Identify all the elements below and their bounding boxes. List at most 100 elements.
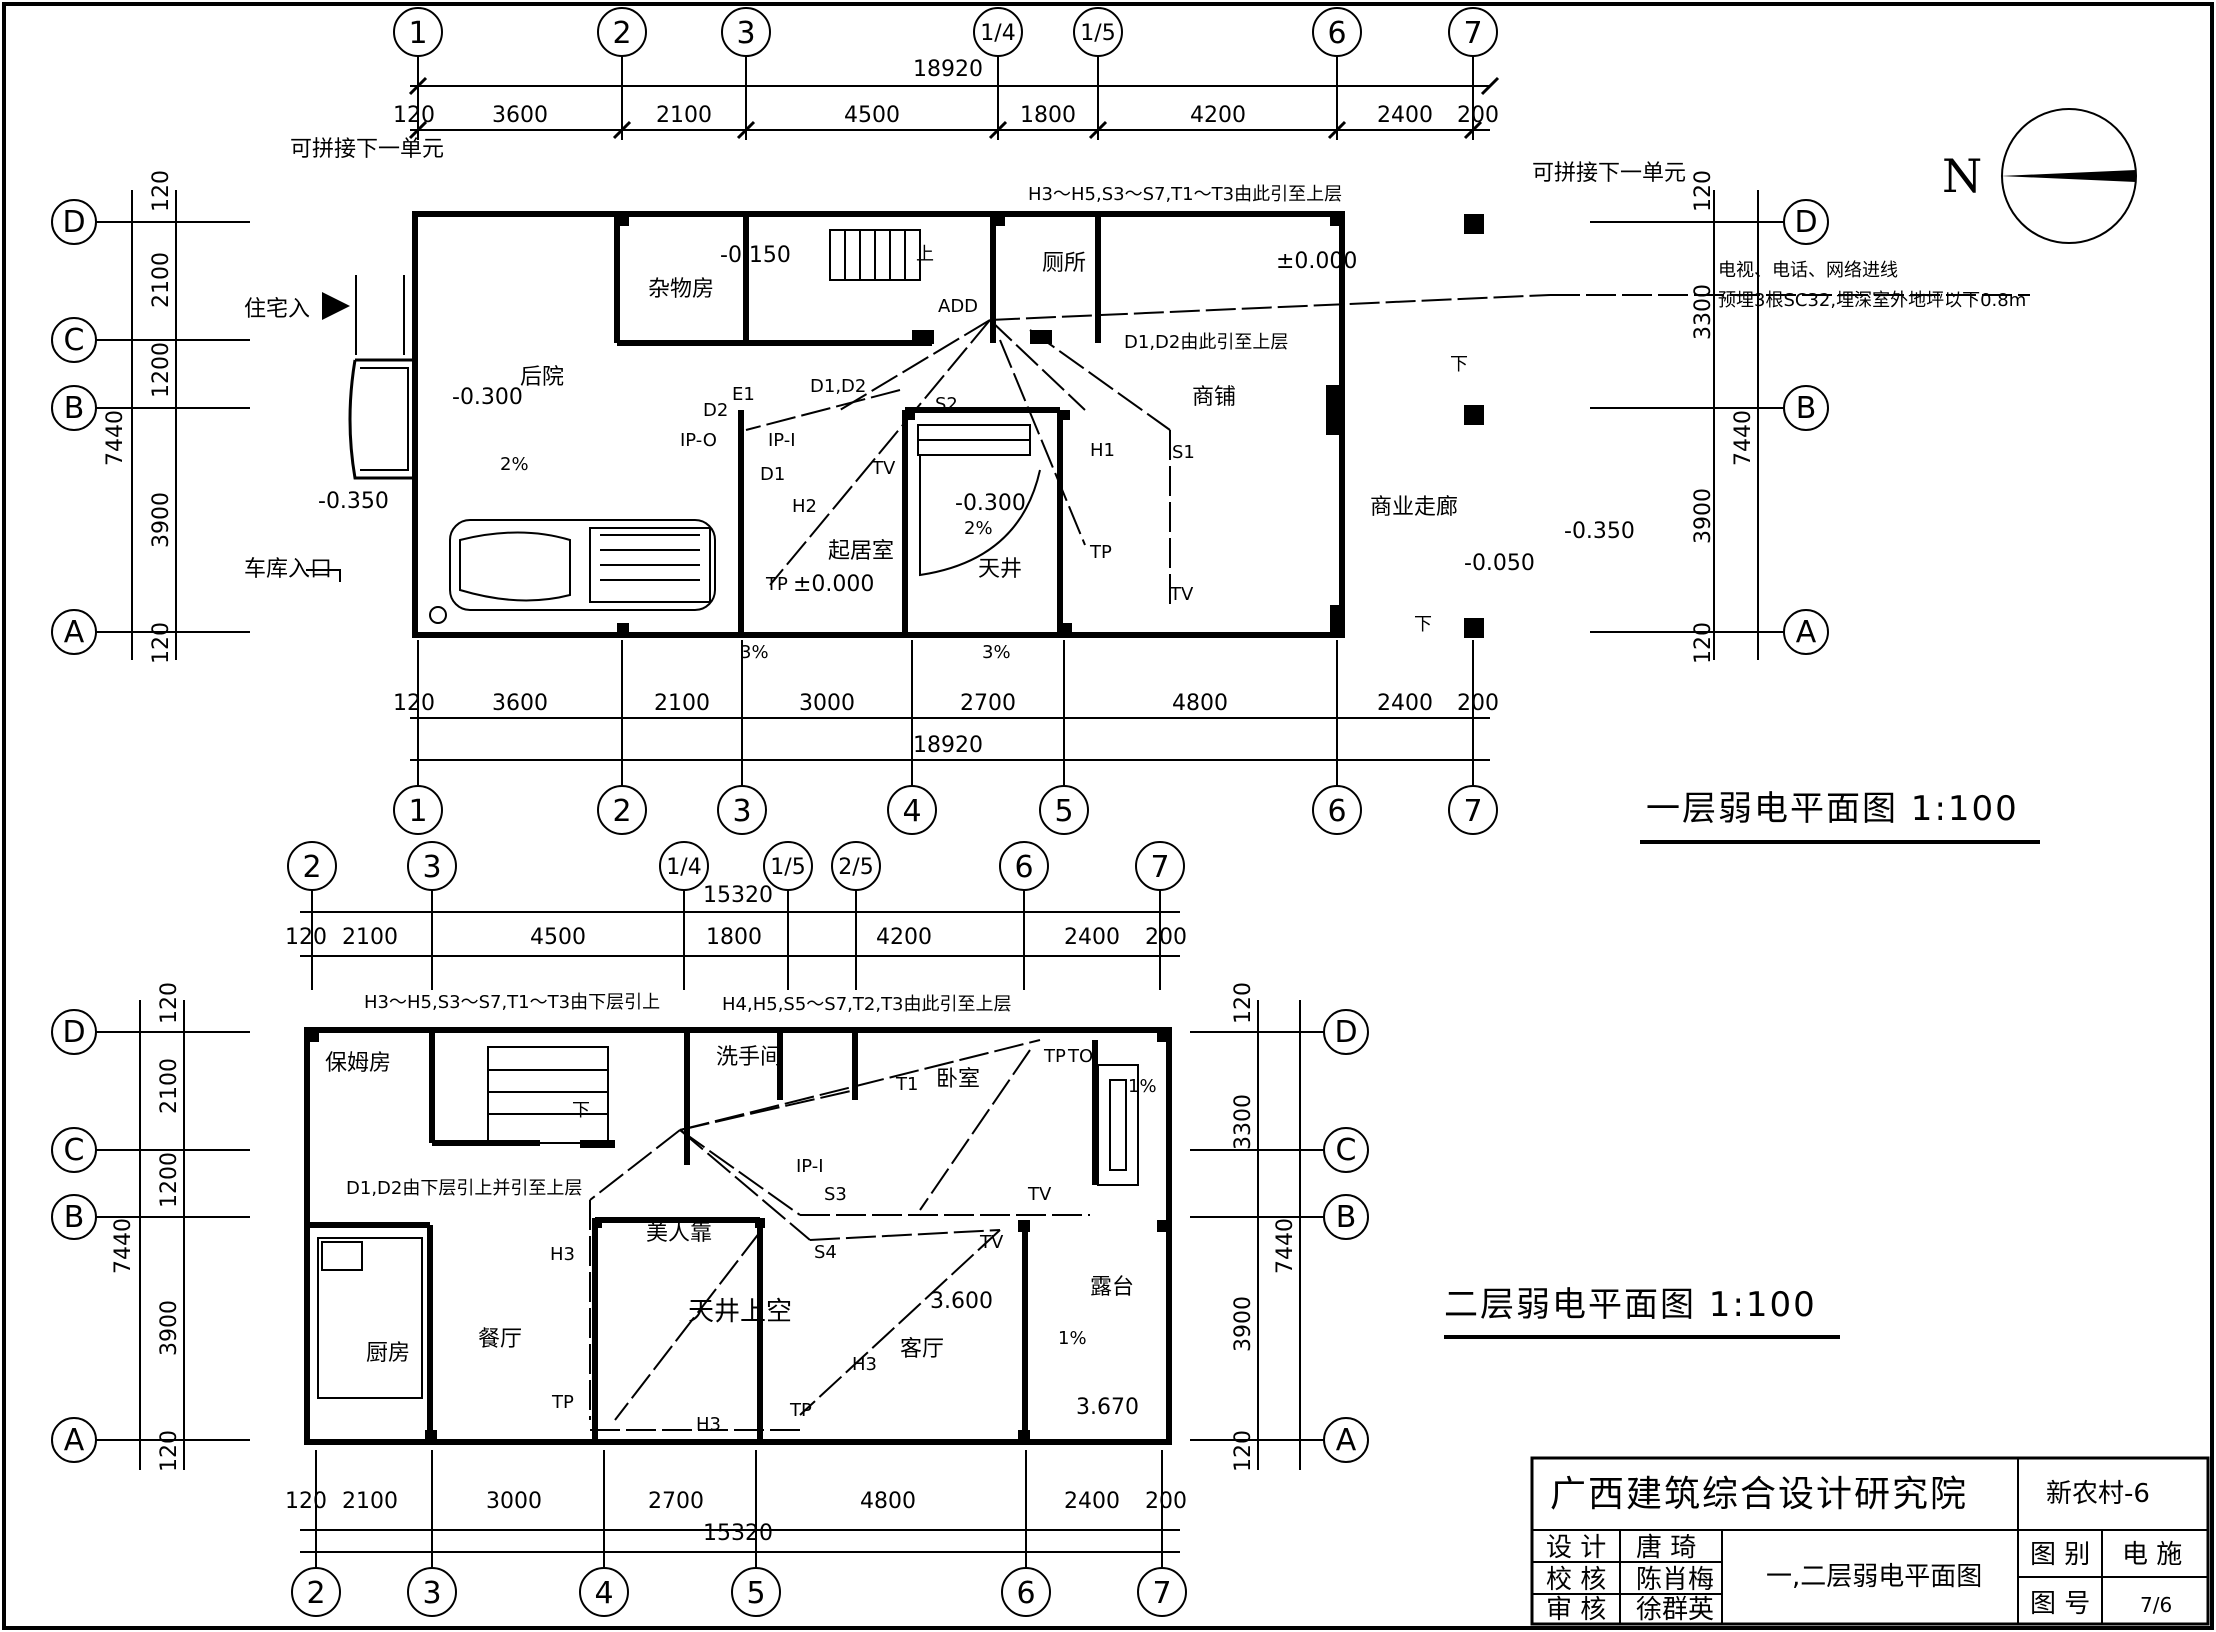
p2-row-left: C bbox=[64, 1133, 85, 1168]
p1-ipi: IP-I bbox=[768, 430, 796, 451]
p2-dim-right: 120 bbox=[1231, 1430, 1256, 1472]
p1-axis-top-3: 1/4 bbox=[980, 21, 1015, 46]
tb-design-name: 唐 琦 bbox=[1636, 1533, 1696, 1563]
p1-room-toilet: 厕所 bbox=[1042, 251, 1086, 276]
p2-level: 3.670 bbox=[1076, 1395, 1139, 1420]
tb-review-name: 徐群英 bbox=[1636, 1595, 1714, 1625]
p1-row-left: B bbox=[64, 391, 85, 426]
plan2-text: 2 3 1/4 1/5 2/5 6 7 15320 120 2100 4500 … bbox=[62, 850, 1814, 1611]
p2-axis-bottom: 2 bbox=[306, 1576, 325, 1611]
p1-axis-top-2: 3 bbox=[736, 16, 755, 51]
p1-garage-label: 车库入口 bbox=[244, 557, 332, 582]
p2-room-bench: 美人靠 bbox=[646, 1221, 712, 1246]
p2-room-bedroom: 卧室 bbox=[936, 1067, 980, 1092]
p1-axis-top-4: 1/5 bbox=[1080, 21, 1115, 46]
p2-room-dining: 餐厅 bbox=[478, 1327, 522, 1352]
p2-axis-top: 1/5 bbox=[770, 855, 805, 880]
p1-depth-right: 7440 bbox=[1731, 410, 1756, 466]
p1-row-right: D bbox=[1794, 205, 1817, 240]
p2-axis-top: 6 bbox=[1014, 850, 1033, 885]
p1-d2: D2 bbox=[703, 400, 728, 421]
p2-tv: TV bbox=[979, 1232, 1004, 1253]
car-icon bbox=[429, 519, 716, 624]
p2-tp: TP bbox=[789, 1400, 812, 1421]
p2-row-right: C bbox=[1336, 1133, 1357, 1168]
p2-dim-top: 1800 bbox=[706, 925, 762, 950]
p1-dim-bottom: 2400 bbox=[1377, 691, 1433, 716]
p1-s1: S1 bbox=[1172, 442, 1195, 463]
p2-total-top: 15320 bbox=[703, 883, 773, 908]
p1-row-right: A bbox=[1796, 615, 1817, 650]
p2-ipi: IP-I bbox=[796, 1156, 824, 1177]
p2-axis-bottom: 4 bbox=[594, 1576, 613, 1611]
p2-room-nanny: 保姆房 bbox=[325, 1051, 391, 1076]
north-label: N bbox=[1942, 149, 1982, 203]
tb-category-label: 图 别 bbox=[2030, 1540, 2090, 1570]
plan1-wiring bbox=[745, 294, 2030, 605]
p1-dim-left: 120 bbox=[149, 170, 174, 212]
p1-level: -0.350 bbox=[1564, 519, 1635, 544]
p1-dim-top: 200 bbox=[1457, 103, 1499, 128]
p2-tp: TP bbox=[1043, 1046, 1066, 1067]
tb-check-label: 校 核 bbox=[1546, 1565, 1606, 1595]
p2-axis-top: 7 bbox=[1150, 850, 1169, 885]
tb-design-label: 设 计 bbox=[1546, 1533, 1606, 1563]
plan2-wiring bbox=[589, 1039, 1090, 1431]
p2-dim-left: 2100 bbox=[157, 1058, 182, 1114]
p1-room-living: 起居室 bbox=[828, 539, 894, 564]
title-block-text: 广西建筑综合设计研究院 新农村-6 设 计 唐 琦 校 核 陈肖梅 审 核 徐群… bbox=[1546, 1474, 2182, 1625]
p2-total-bottom: 15320 bbox=[703, 1521, 773, 1546]
p1-entrance-label: 住宅入 bbox=[244, 297, 310, 322]
tb-number-label: 图 号 bbox=[2030, 1589, 2090, 1619]
p1-s2: S2 bbox=[935, 394, 958, 415]
plan1-title: 一层弱电平面图 1:100 bbox=[1646, 789, 2019, 829]
p2-depth-left: 7440 bbox=[111, 1218, 136, 1274]
p1-dim-bottom: 2100 bbox=[654, 691, 710, 716]
p2-d1d2-note: D1,D2由下层引上并引至上层 bbox=[346, 1178, 582, 1199]
p1-dim-right: 3300 bbox=[1691, 284, 1716, 340]
p1-tp: TP bbox=[765, 574, 788, 595]
p2-row-right: D bbox=[1334, 1015, 1357, 1050]
p1-row-left: A bbox=[64, 615, 85, 650]
p2-s4: S4 bbox=[814, 1242, 837, 1263]
p2-row-left: A bbox=[64, 1423, 85, 1458]
p1-dim-bottom: 3600 bbox=[492, 691, 548, 716]
p1-h1: H1 bbox=[1090, 440, 1115, 461]
p2-dim-bottom: 2700 bbox=[648, 1489, 704, 1514]
plan1-walls bbox=[412, 211, 1345, 638]
p1-down: 下 bbox=[1450, 354, 1468, 375]
p1-riser-note: H3～H5,S3～S7,T1～T3由此引至上层 bbox=[1028, 184, 1342, 205]
p1-dim-right: 120 bbox=[1691, 170, 1716, 212]
p1-dim-bottom: 2700 bbox=[960, 691, 1016, 716]
p1-add: ADD bbox=[938, 296, 978, 317]
p2-s3: S3 bbox=[824, 1184, 847, 1205]
p2-dim-top: 4500 bbox=[530, 925, 586, 950]
p2-row-left: D bbox=[62, 1015, 85, 1050]
p2-axis-top: 1/4 bbox=[666, 855, 701, 880]
p1-dim-bottom: 4800 bbox=[1172, 691, 1228, 716]
p2-dim-top: 2400 bbox=[1064, 925, 1120, 950]
p2-t1: T1 bbox=[895, 1074, 918, 1095]
p2-down: 下 bbox=[572, 1100, 590, 1121]
p1-dim-top: 2400 bbox=[1377, 103, 1433, 128]
p1-axis-bottom: 3 bbox=[732, 794, 751, 829]
p2-row-right: A bbox=[1336, 1423, 1357, 1458]
p1-level: -0.350 bbox=[318, 489, 389, 514]
tb-project: 新农村-6 bbox=[2046, 1479, 2150, 1509]
p1-level: -0.300 bbox=[452, 385, 523, 410]
p1-e1: E1 bbox=[732, 384, 755, 405]
p1-axis-top-1: 2 bbox=[612, 16, 631, 51]
p2-slope: 1% bbox=[1058, 1328, 1087, 1349]
p2-h3: H3 bbox=[550, 1244, 575, 1265]
p1-level: ±0.000 bbox=[1276, 249, 1357, 274]
plan-ground-floor bbox=[51, 7, 2137, 844]
p1-dim-bottom: 120 bbox=[393, 691, 435, 716]
p2-axis-bottom: 5 bbox=[746, 1576, 765, 1611]
p2-axis-top: 2/5 bbox=[838, 855, 873, 880]
p1-row-left: D bbox=[62, 205, 85, 240]
p2-dim-bottom: 4800 bbox=[860, 1489, 916, 1514]
p2-row-right: B bbox=[1336, 1200, 1357, 1235]
p1-up: 上 bbox=[916, 244, 934, 265]
